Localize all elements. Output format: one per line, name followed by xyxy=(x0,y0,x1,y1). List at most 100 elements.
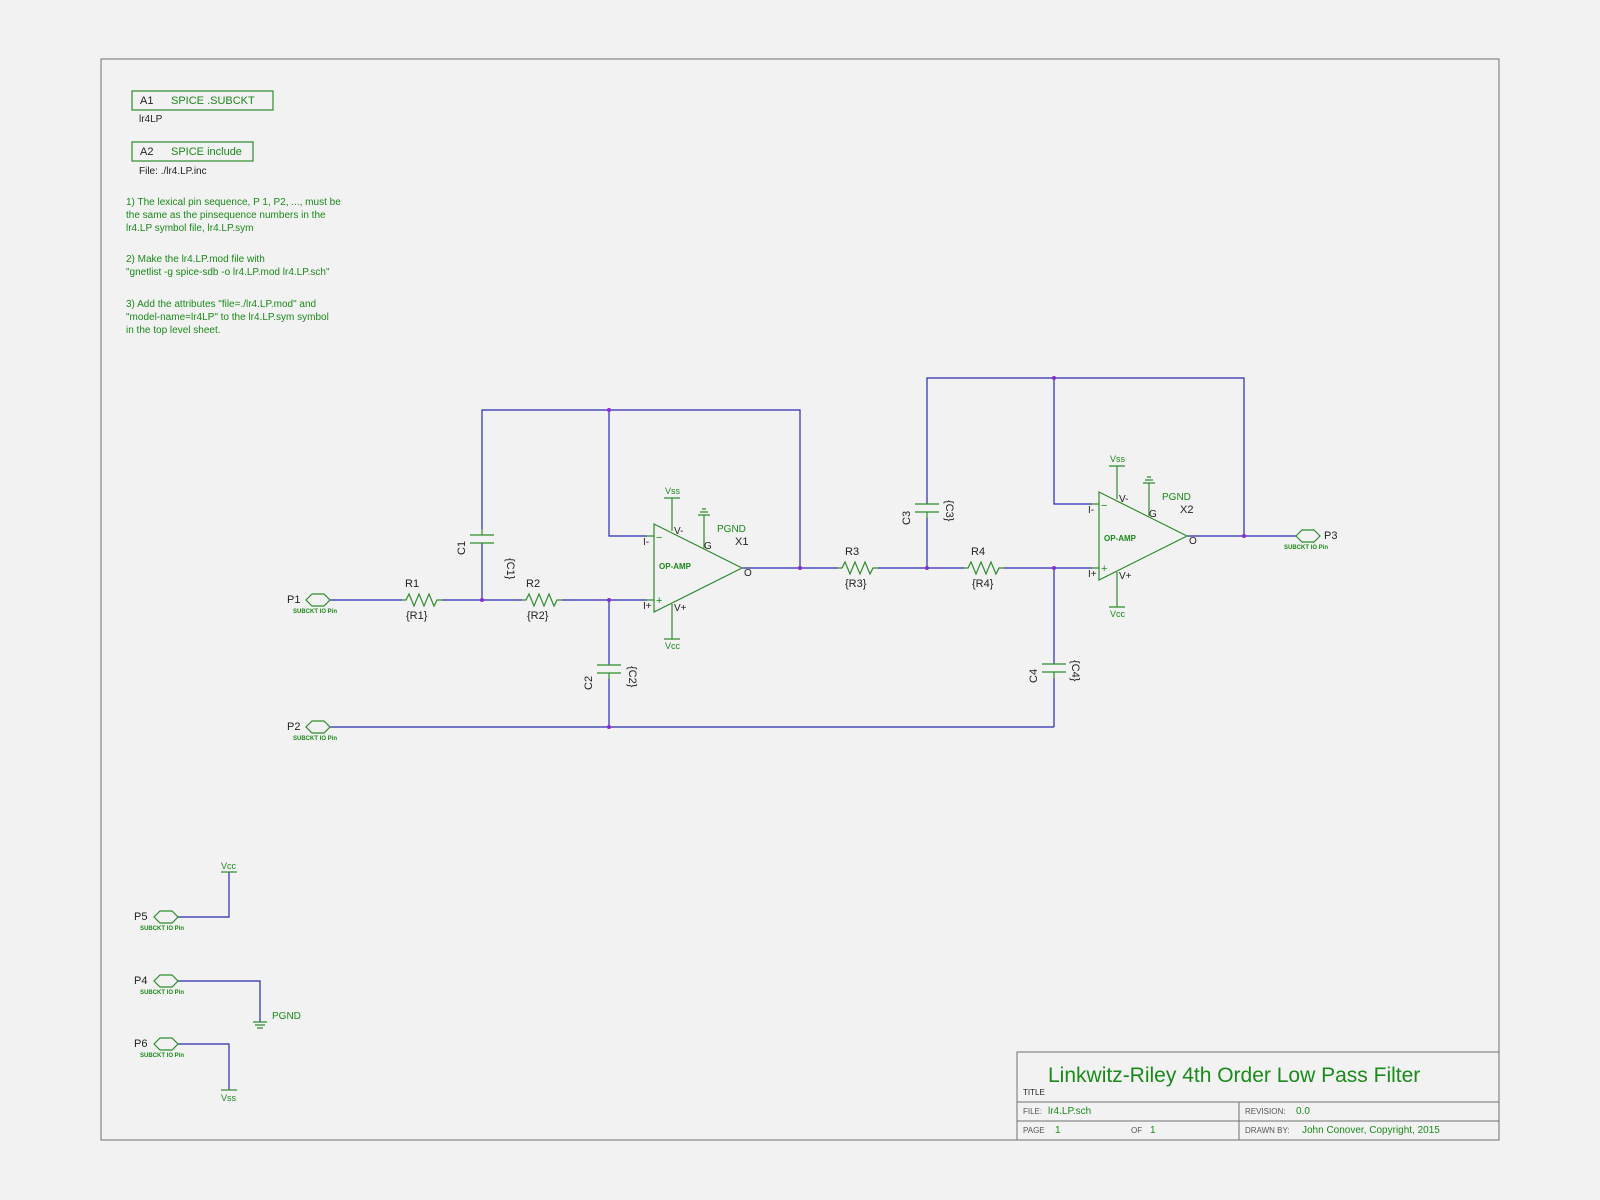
opamp-x1-vss: Vss xyxy=(665,486,681,496)
note-line: 1) The lexical pin sequence, P 1, P2, ..… xyxy=(126,197,341,208)
port-p5[interactable]: P5 SUBCKT IO Pin xyxy=(134,910,184,932)
capacitor-c2[interactable]: C2 {C2} xyxy=(583,664,638,690)
of-value: 1 xyxy=(1150,1125,1156,1136)
file-label: FILE: xyxy=(1023,1107,1042,1116)
page-label: PAGE xyxy=(1023,1126,1045,1135)
capacitor-c3[interactable]: C3 {C3} xyxy=(901,500,955,525)
capacitor-c4-value: {C4} xyxy=(1069,660,1081,682)
opamp-x1-pin-g: G xyxy=(704,541,712,552)
resistor-r2-refdes: R2 xyxy=(526,578,540,590)
opamp-x1-pgnd: PGND xyxy=(717,524,746,535)
a2-value: File: ./lr4.LP.inc xyxy=(139,166,207,177)
capacitor-c1-value: {C1} xyxy=(504,558,516,580)
resistor-r3-refdes: R3 xyxy=(845,546,859,558)
opamp-x1-pin-vminus: V- xyxy=(674,526,683,537)
resistor-r2-value: {R2} xyxy=(527,610,549,622)
capacitor-c1-refdes: C1 xyxy=(456,541,468,555)
capacitor-c4-refdes: C4 xyxy=(1028,669,1040,683)
port-p2[interactable]: P2 SUBCKT IO Pin xyxy=(287,720,337,742)
port-p4[interactable]: P4 SUBCKT IO Pin xyxy=(134,974,184,996)
vss-symbol[interactable]: Vss xyxy=(221,1089,237,1103)
opamp-x2-pin-g: G xyxy=(1149,509,1157,520)
port-p2-label: P2 xyxy=(287,721,300,733)
resistor-r4-refdes: R4 xyxy=(971,546,985,558)
note-line: 3) Add the attributes "file=./lr4.LP.mod… xyxy=(126,299,316,310)
title-text: Linkwitz-Riley 4th Order Low Pass Filter xyxy=(1048,1064,1420,1087)
capacitor-c3-value: {C3} xyxy=(943,500,955,522)
port-p6[interactable]: P6 SUBCKT IO Pin xyxy=(134,1037,184,1059)
note-line: "gnetlist -g spice-sdb -o lr4.LP.mod lr4… xyxy=(126,267,330,278)
title-label: TITLE xyxy=(1023,1088,1045,1097)
opamp-x2-refdes: X2 xyxy=(1180,504,1193,516)
note-line: in the top level sheet. xyxy=(126,325,221,336)
resistor-r4-value: {R4} xyxy=(972,578,994,590)
sheet-border xyxy=(100,58,1500,1141)
opamp-x1-minus-sign: − xyxy=(656,532,662,544)
port-p1[interactable]: P1 SUBCKT IO Pin xyxy=(287,593,337,615)
port-p3-label: P3 xyxy=(1324,530,1337,542)
file-value: lr4.LP.sch xyxy=(1048,1106,1091,1117)
pgnd-symbol[interactable]: PGND xyxy=(253,1011,301,1029)
port-p6-type: SUBCKT IO Pin xyxy=(140,1053,184,1059)
notes: 1) The lexical pin sequence, P 1, P2, ..… xyxy=(126,197,341,336)
note-line: "model-name=lr4LP" to the lr4.LP.sym sym… xyxy=(126,312,329,323)
revision-label: REVISION: xyxy=(1245,1107,1285,1116)
opamp-x2-pin-iminus: I- xyxy=(1088,505,1094,516)
port-p5-label: P5 xyxy=(134,911,147,923)
opamp-x1-pin-o: O xyxy=(744,568,752,579)
a1-value: lr4LP xyxy=(139,114,163,125)
opamp-x2-pgnd: PGND xyxy=(1162,492,1191,503)
opamp-x1-vcc: Vcc xyxy=(665,641,681,651)
attribute-a2[interactable]: A2 SPICE include xyxy=(131,141,254,162)
opamp-x1-type: OP-AMP xyxy=(659,562,692,571)
capacitor-c2-refdes: C2 xyxy=(583,676,595,690)
opamp-x2-pin-vminus: V- xyxy=(1119,494,1128,505)
capacitor-c4[interactable]: C4 {C4} xyxy=(1028,660,1081,683)
vss-label: Vss xyxy=(221,1093,237,1103)
note-line: the same as the pinsequence numbers in t… xyxy=(126,210,326,221)
port-p6-label: P6 xyxy=(134,1038,147,1050)
opamp-x2-pin-vplus: V+ xyxy=(1119,571,1132,582)
vcc-label: Vcc xyxy=(221,861,237,871)
drawn-by-label: DRAWN BY: xyxy=(1245,1126,1290,1135)
capacitor-c3-refdes: C3 xyxy=(901,511,913,525)
opamp-x2-plus-sign: + xyxy=(1101,563,1107,575)
opamp-x1[interactable]: OP-AMP − + V- V+ G O I- I+ X1 Vss Vcc PG… xyxy=(643,486,752,651)
page-value: 1 xyxy=(1055,1125,1061,1136)
capacitor-c1[interactable]: C1 {C1} xyxy=(456,529,516,580)
port-p4-type: SUBCKT IO Pin xyxy=(140,990,184,996)
opamp-x2-pin-iplus: I+ xyxy=(1088,569,1097,580)
port-p2-type: SUBCKT IO Pin xyxy=(293,736,337,742)
resistor-r2[interactable]: R2 {R2} xyxy=(522,578,562,622)
resistor-r1[interactable]: R1 {R1} xyxy=(402,578,442,622)
vcc-symbol[interactable]: Vcc xyxy=(221,861,237,873)
note-line: lr4.LP symbol file, lr4.LP.sym xyxy=(126,223,253,234)
opamp-x1-refdes: X1 xyxy=(735,536,748,548)
opamp-x2-minus-sign: − xyxy=(1101,500,1107,512)
a1-refdes: A1 xyxy=(140,95,153,107)
port-p5-type: SUBCKT IO Pin xyxy=(140,926,184,932)
opamp-x2[interactable]: OP-AMP − + V- V+ G O I- I+ X2 Vss Vcc PG… xyxy=(1088,454,1197,619)
a1-label: SPICE .SUBCKT xyxy=(171,95,255,107)
opamp-x1-plus-sign: + xyxy=(656,595,662,607)
port-p3-type: SUBCKT IO Pin xyxy=(1284,545,1328,551)
opamp-x2-pin-o: O xyxy=(1189,536,1197,547)
attribute-a1[interactable]: A1 SPICE .SUBCKT xyxy=(131,90,274,111)
of-label: OF xyxy=(1131,1126,1142,1135)
port-p3[interactable]: P3 SUBCKT IO Pin xyxy=(1284,529,1337,551)
port-p4-label: P4 xyxy=(134,975,147,987)
resistor-r3-value: {R3} xyxy=(845,578,867,590)
resistor-r1-value: {R1} xyxy=(406,610,428,622)
opamp-x2-vss: Vss xyxy=(1110,454,1126,464)
resistor-r3[interactable]: R3 {R3} xyxy=(838,546,878,590)
resistor-r4[interactable]: R4 {R4} xyxy=(964,546,1004,590)
port-p1-label: P1 xyxy=(287,594,300,606)
opamp-x1-pin-iplus: I+ xyxy=(643,601,652,612)
nets xyxy=(178,377,1296,1090)
junctions xyxy=(480,376,1246,729)
a2-refdes: A2 xyxy=(140,146,153,158)
port-p1-type: SUBCKT IO Pin xyxy=(293,609,337,615)
a2-label: SPICE include xyxy=(171,146,242,158)
opamp-x1-pin-iminus: I- xyxy=(643,537,649,548)
